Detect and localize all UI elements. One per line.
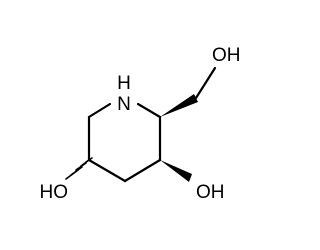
atom-label-hydroxymethyl-oh: OH [212,45,241,66]
bond-ch2-n [87,102,112,119]
atom-label-hydrogen: H [117,73,131,94]
atom-label-ring-oh-right: OH [196,182,225,203]
bond-n-c2 [136,102,162,119]
atom-label-nitrogen: N [117,94,131,115]
wedge-bond-c2-ch2oh [160,94,198,117]
atom-label-ring-oh-left: HO [40,182,69,203]
bond-ch2-oh [194,66,217,100]
structure-diagram: H N OH HO OH [40,45,241,203]
bond-c4-c5 [87,158,127,183]
hashed-bond-c5-oh [65,157,93,180]
wedge-bond-c3-oh [160,160,192,182]
bond-c3-c4 [123,158,162,183]
